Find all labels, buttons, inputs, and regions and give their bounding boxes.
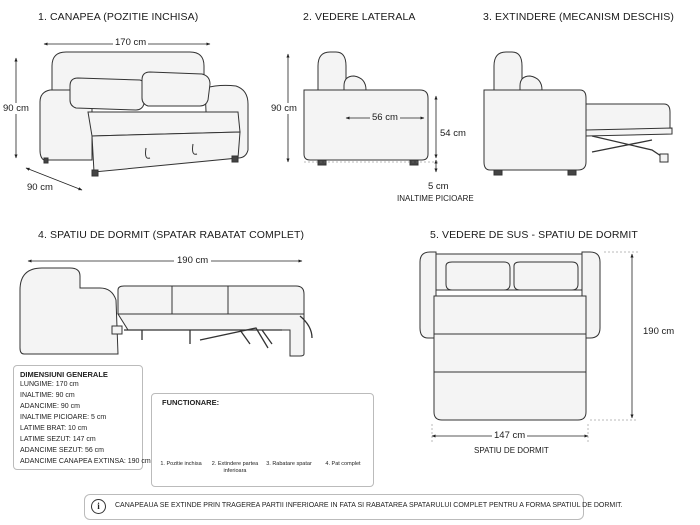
view-1-title: 1. CANAPEA (POZITIE INCHISA) — [38, 11, 199, 23]
sofa-side-drawing — [303, 51, 429, 166]
function-box — [151, 393, 374, 487]
v5-length-label: 190 cm — [643, 326, 675, 337]
view-5-title: 5. VEDERE DE SUS - SPATIU DE DORMIT — [430, 229, 638, 241]
view-3-title: 3. EXTINDERE (MECANISM DESCHIS) — [483, 11, 674, 23]
sofa-extension-drawing — [483, 51, 673, 176]
dimension-line: ADANCIME: 90 cm — [20, 403, 80, 410]
function-heading: FUNCTIONARE: — [162, 398, 220, 407]
info-icon: i — [91, 499, 106, 514]
dimension-line: INALTIME PICIOARE: 5 cm — [20, 414, 107, 421]
v1-height-label: 90 cm — [3, 103, 29, 114]
sleeping-side-drawing — [19, 267, 313, 357]
dimension-line: LATIME SEZUT: 147 cm — [20, 436, 96, 443]
v2-height-label: 90 cm — [271, 103, 297, 114]
dimension-line: LATIME BRAT: 10 cm — [20, 425, 88, 432]
dimension-line: INALTIME: 90 cm — [20, 392, 75, 399]
dimension-line: LUNGIME: 170 cm — [20, 381, 79, 388]
dimension-line: ADANCIME SEZUT: 56 cm — [20, 447, 105, 454]
v1-width-label: 170 cm — [113, 37, 149, 48]
note-box — [84, 494, 584, 520]
v5-width-label: 147 cm — [492, 430, 528, 441]
top-view-drawing — [419, 251, 601, 421]
note-text: CANAPEAUA SE EXTINDE PRIN TRAGEREA PARTI… — [115, 502, 623, 509]
view-4-title: 4. SPATIU DE DORMIT (SPATAR RABATAT COMP… — [38, 229, 305, 241]
v5-caption: SPATIU DE DORMIT — [474, 446, 549, 455]
dimensions-heading: DIMENSIUNI GENERALE — [20, 370, 108, 379]
function-step-1: 1. Pozitie inchisa — [160, 461, 202, 467]
dimensions-box — [13, 365, 143, 470]
v1-depth-label: 90 cm — [27, 182, 53, 193]
v2-leg-caption: INALTIME PICIOARE — [397, 194, 474, 203]
function-step-4: 4. Pat complet — [325, 461, 361, 467]
v2-seat-depth-label: 56 cm — [370, 112, 400, 123]
dimension-line: ADANCIME CANAPEA EXTINSA: 190 cm — [20, 458, 151, 465]
function-step-3: 3. Rabatare spatar — [266, 461, 312, 467]
sofa-closed-drawing — [39, 51, 249, 177]
function-step-2: 2. Extindere partea inferioara — [211, 461, 259, 474]
v2-seat-height-label: 54 cm — [440, 128, 466, 139]
v2-leg-height-label: 5 cm — [428, 181, 449, 192]
view-2-title: 2. VEDERE LATERALA — [303, 11, 416, 23]
v4-length-label: 190 cm — [174, 255, 212, 266]
